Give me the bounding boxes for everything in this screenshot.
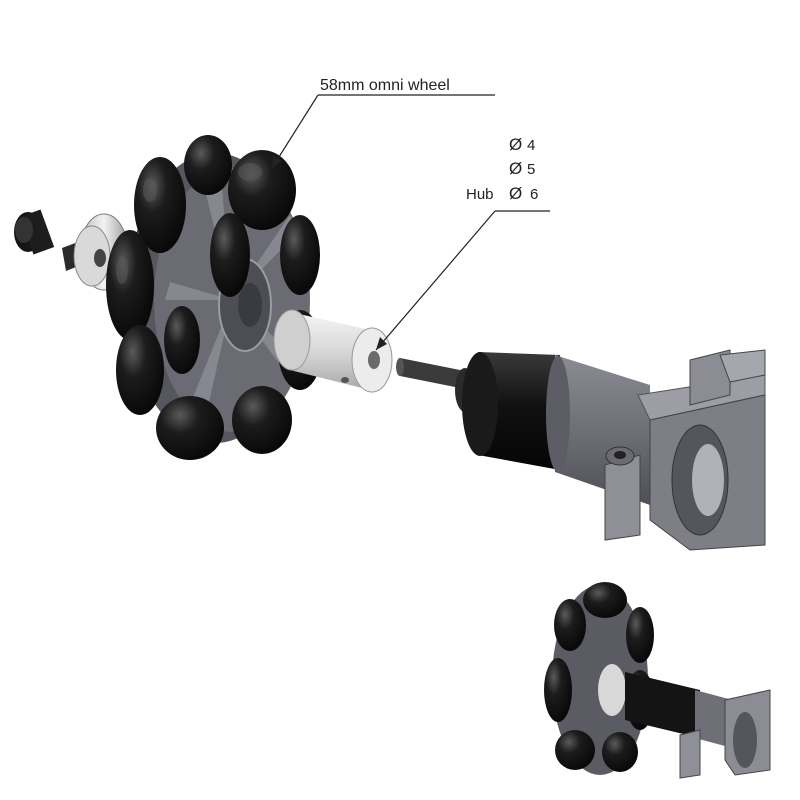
callout-bore-sizes: Ø 4 Ø 5 Hub Ø 6 — [375, 135, 550, 351]
bore-5-value: 5 — [527, 161, 535, 178]
assembled-preview — [544, 582, 771, 779]
wheel-label: 58mm omni wheel — [320, 77, 450, 94]
diameter-symbol-5: Ø — [509, 159, 522, 178]
gear-motor — [462, 349, 766, 551]
hub-label: Hub — [466, 186, 494, 203]
bore-4-value: 4 — [527, 137, 535, 154]
bore-6-value: 6 — [530, 186, 538, 203]
shaft-coupler — [273, 309, 393, 393]
callout-wheel: 58mm omni wheel — [271, 77, 495, 169]
flange-pulley — [73, 213, 129, 291]
diameter-symbol-4: Ø — [509, 135, 522, 154]
omni-wheel-58mm — [106, 135, 322, 460]
diameter-symbol-6: Ø — [509, 184, 522, 203]
motor-mount-bracket — [604, 349, 766, 551]
